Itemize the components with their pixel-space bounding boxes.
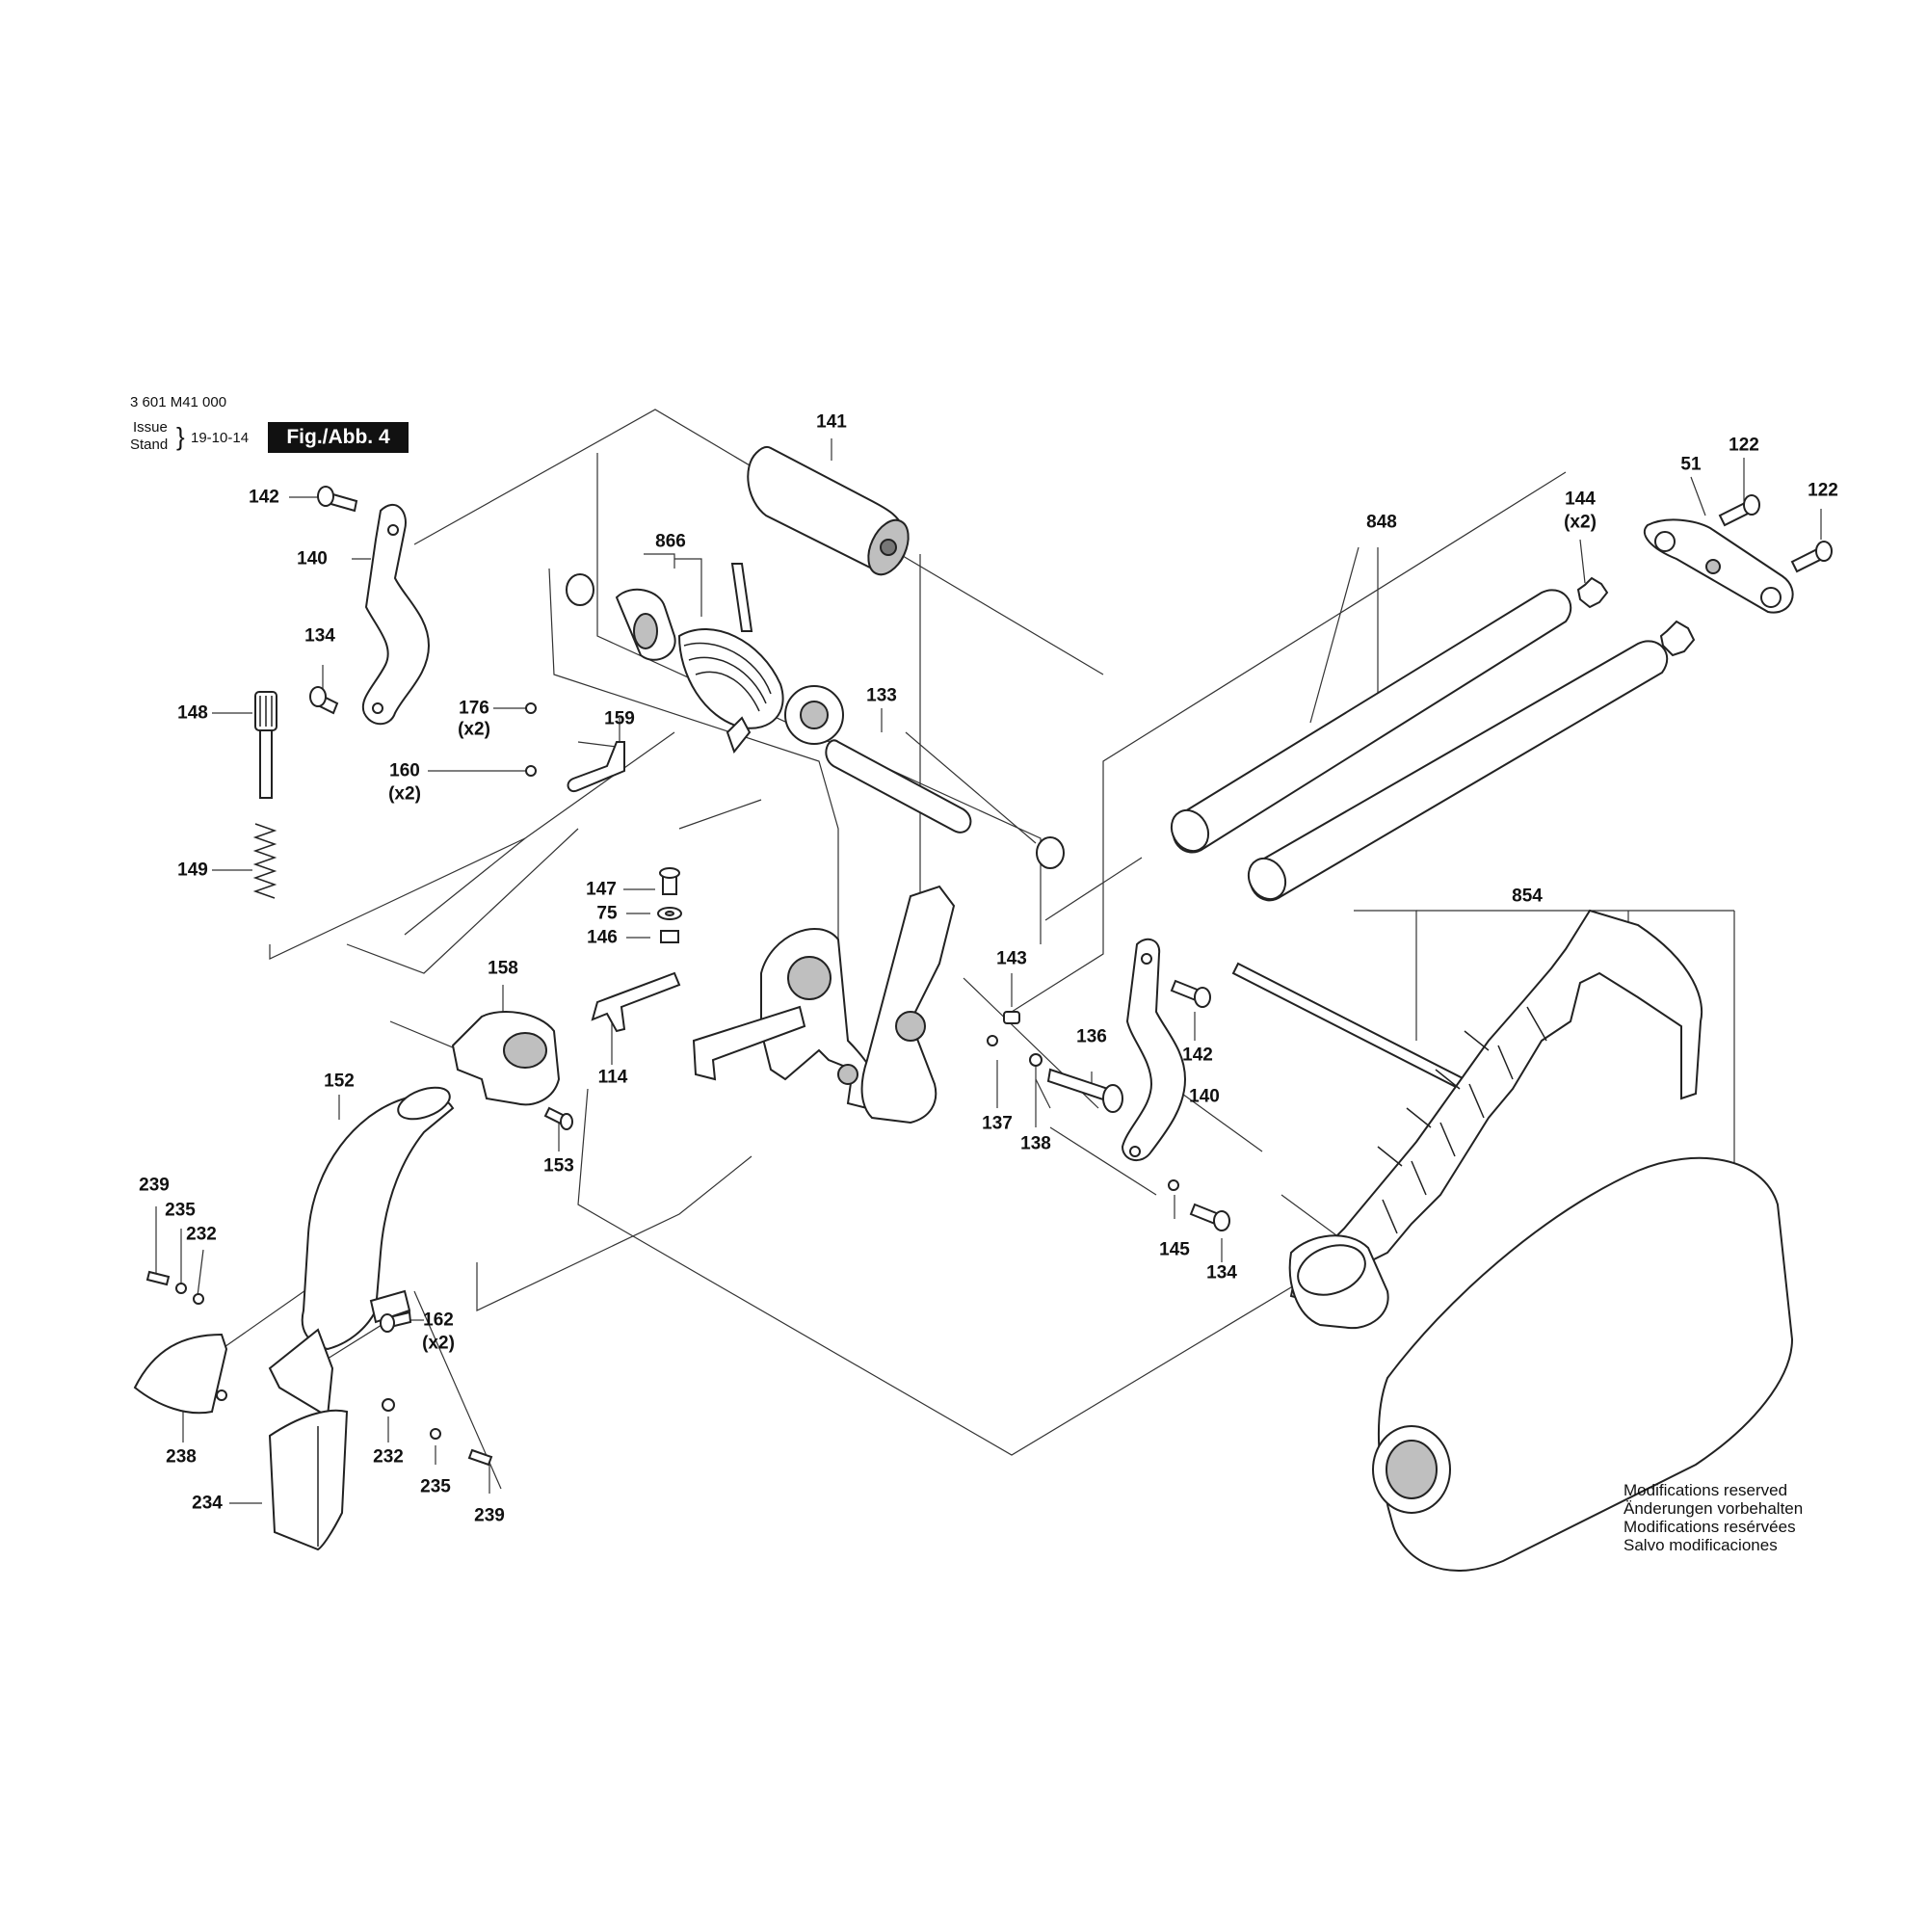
label-239-lower: 239 bbox=[474, 1505, 505, 1526]
label-146: 146 bbox=[587, 927, 618, 948]
label-141: 141 bbox=[816, 411, 847, 433]
label-148: 148 bbox=[177, 702, 208, 724]
label-159: 159 bbox=[604, 708, 635, 729]
label-134-right: 134 bbox=[1206, 1262, 1237, 1284]
label-176: 176 bbox=[459, 698, 489, 719]
part-142-screw-right bbox=[1170, 979, 1211, 1008]
part-159-bracket bbox=[567, 741, 625, 793]
part-234-cover-plate bbox=[268, 1409, 349, 1551]
label-75: 75 bbox=[596, 903, 618, 924]
figure-badge: Fig./Abb. 4 bbox=[268, 422, 409, 453]
label-239-upper: 239 bbox=[139, 1175, 170, 1196]
label-142-left: 142 bbox=[249, 487, 279, 508]
part-848-support-tubes bbox=[1170, 589, 1669, 902]
part-140-arm-right bbox=[1121, 938, 1187, 1161]
stand-label: Stand bbox=[130, 437, 169, 453]
label-144-qty: (x2) bbox=[1564, 512, 1597, 533]
label-854: 854 bbox=[1512, 886, 1543, 907]
part-141-handle-grip bbox=[747, 445, 910, 576]
part-854-dust-bag bbox=[1372, 1156, 1794, 1572]
part-149-spring bbox=[252, 823, 277, 899]
label-149: 149 bbox=[177, 860, 208, 881]
label-51: 51 bbox=[1680, 454, 1702, 475]
part-144-star-washers bbox=[1576, 576, 1696, 657]
notice-en: Modifications reserved bbox=[1623, 1481, 1788, 1499]
label-147: 147 bbox=[586, 879, 617, 900]
label-140-right: 140 bbox=[1189, 1086, 1220, 1107]
label-122-lower: 122 bbox=[1808, 480, 1838, 501]
part-147-75-146-small-parts bbox=[657, 867, 682, 943]
label-142-right: 142 bbox=[1182, 1045, 1213, 1066]
label-866: 866 bbox=[655, 531, 686, 552]
part-134-screw-left bbox=[309, 686, 339, 715]
label-234: 234 bbox=[192, 1493, 223, 1514]
part-176-160-screws bbox=[525, 702, 537, 777]
part-239-235-232-fasteners-left bbox=[145, 1270, 204, 1305]
part-114-latch bbox=[591, 971, 681, 1033]
part-143-136-137-138-hardware bbox=[987, 1011, 1123, 1113]
label-235-lower: 235 bbox=[420, 1476, 451, 1497]
label-144: 144 bbox=[1565, 489, 1596, 510]
part-133-shaft bbox=[825, 739, 1065, 869]
brace-glyph: } bbox=[176, 422, 185, 451]
label-176-qty: (x2) bbox=[458, 719, 490, 740]
label-133: 133 bbox=[866, 685, 897, 706]
label-137: 137 bbox=[982, 1113, 1013, 1134]
notice-fr: Modifications resérvées bbox=[1623, 1518, 1796, 1536]
part-142-screw-left bbox=[317, 486, 358, 513]
part-145-134-hardware-right bbox=[1168, 1179, 1230, 1231]
label-152: 152 bbox=[324, 1071, 355, 1092]
notice-es: Salvo modificaciones bbox=[1623, 1536, 1778, 1554]
label-158: 158 bbox=[488, 958, 518, 979]
part-153-screw bbox=[543, 1106, 573, 1130]
label-122-upper: 122 bbox=[1729, 435, 1759, 456]
label-238: 238 bbox=[166, 1446, 197, 1468]
issue-label: Issue bbox=[133, 419, 168, 436]
label-153: 153 bbox=[543, 1155, 574, 1177]
notice-de: Änderungen vorbehalten bbox=[1623, 1499, 1804, 1518]
part-866-spring-assembly bbox=[566, 563, 844, 754]
label-138: 138 bbox=[1020, 1133, 1051, 1154]
issue-date: 19-10-14 bbox=[191, 430, 250, 446]
label-848: 848 bbox=[1366, 512, 1397, 533]
part-148-knob-pin bbox=[254, 691, 277, 799]
document-number: 3 601 M41 000 bbox=[130, 394, 227, 410]
label-145: 145 bbox=[1159, 1239, 1190, 1260]
part-158-clamp-collar bbox=[451, 1011, 561, 1106]
label-134-left: 134 bbox=[304, 625, 335, 647]
label-160: 160 bbox=[389, 760, 420, 781]
part-140-arm-left bbox=[361, 503, 431, 726]
label-232-upper: 232 bbox=[186, 1224, 217, 1245]
label-leader-lines bbox=[155, 438, 1822, 1504]
label-162: 162 bbox=[423, 1310, 454, 1331]
label-160-qty: (x2) bbox=[388, 783, 421, 805]
label-162-qty: (x2) bbox=[422, 1333, 455, 1354]
part-central-housing bbox=[692, 885, 956, 1125]
label-235-upper: 235 bbox=[165, 1200, 196, 1221]
modifications-notice: Modifications reserved Änderungen vorbeh… bbox=[1623, 1481, 1803, 1554]
part-854-dust-bag-frame bbox=[1231, 909, 1703, 1330]
part-232-235-239-fasteners-bottom bbox=[382, 1398, 493, 1467]
part-122-screws bbox=[1718, 494, 1833, 573]
label-136: 136 bbox=[1076, 1026, 1107, 1047]
part-238-flap bbox=[133, 1333, 228, 1415]
label-143: 143 bbox=[996, 948, 1027, 969]
label-232-lower: 232 bbox=[373, 1446, 404, 1468]
label-140-left: 140 bbox=[297, 548, 328, 569]
part-152-dust-chute bbox=[268, 1086, 455, 1418]
part-51-end-plate bbox=[1643, 518, 1794, 614]
label-114: 114 bbox=[597, 1067, 628, 1088]
part-162-screw bbox=[380, 1310, 412, 1333]
